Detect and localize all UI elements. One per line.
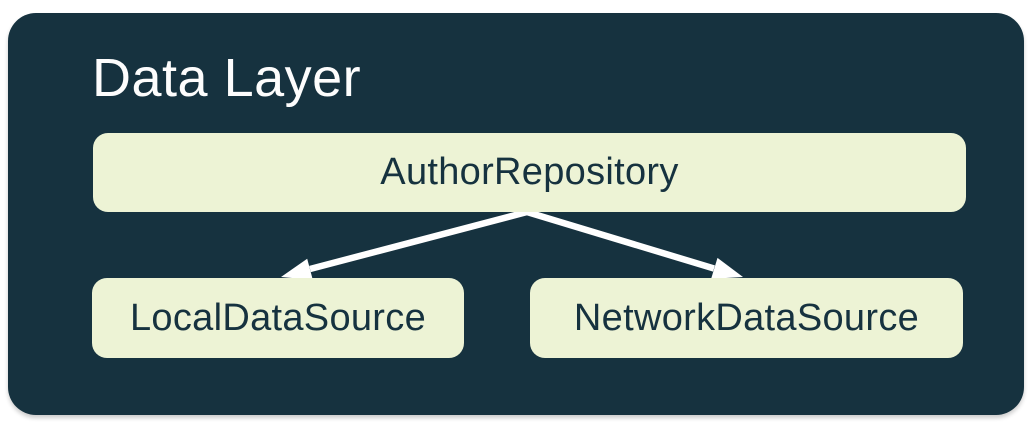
arrow-repository-to-local	[281, 208, 528, 280]
node-local-data-source: LocalDataSource	[92, 278, 464, 358]
node-author-repository: AuthorRepository	[93, 133, 966, 212]
data-layer-container: Data Layer AuthorRepository LocalDataSou…	[8, 13, 1024, 415]
data-layer-title: Data Layer	[92, 48, 362, 108]
node-network-data-source: NetworkDataSource	[530, 278, 963, 358]
arrow-repository-to-network	[526, 208, 743, 279]
